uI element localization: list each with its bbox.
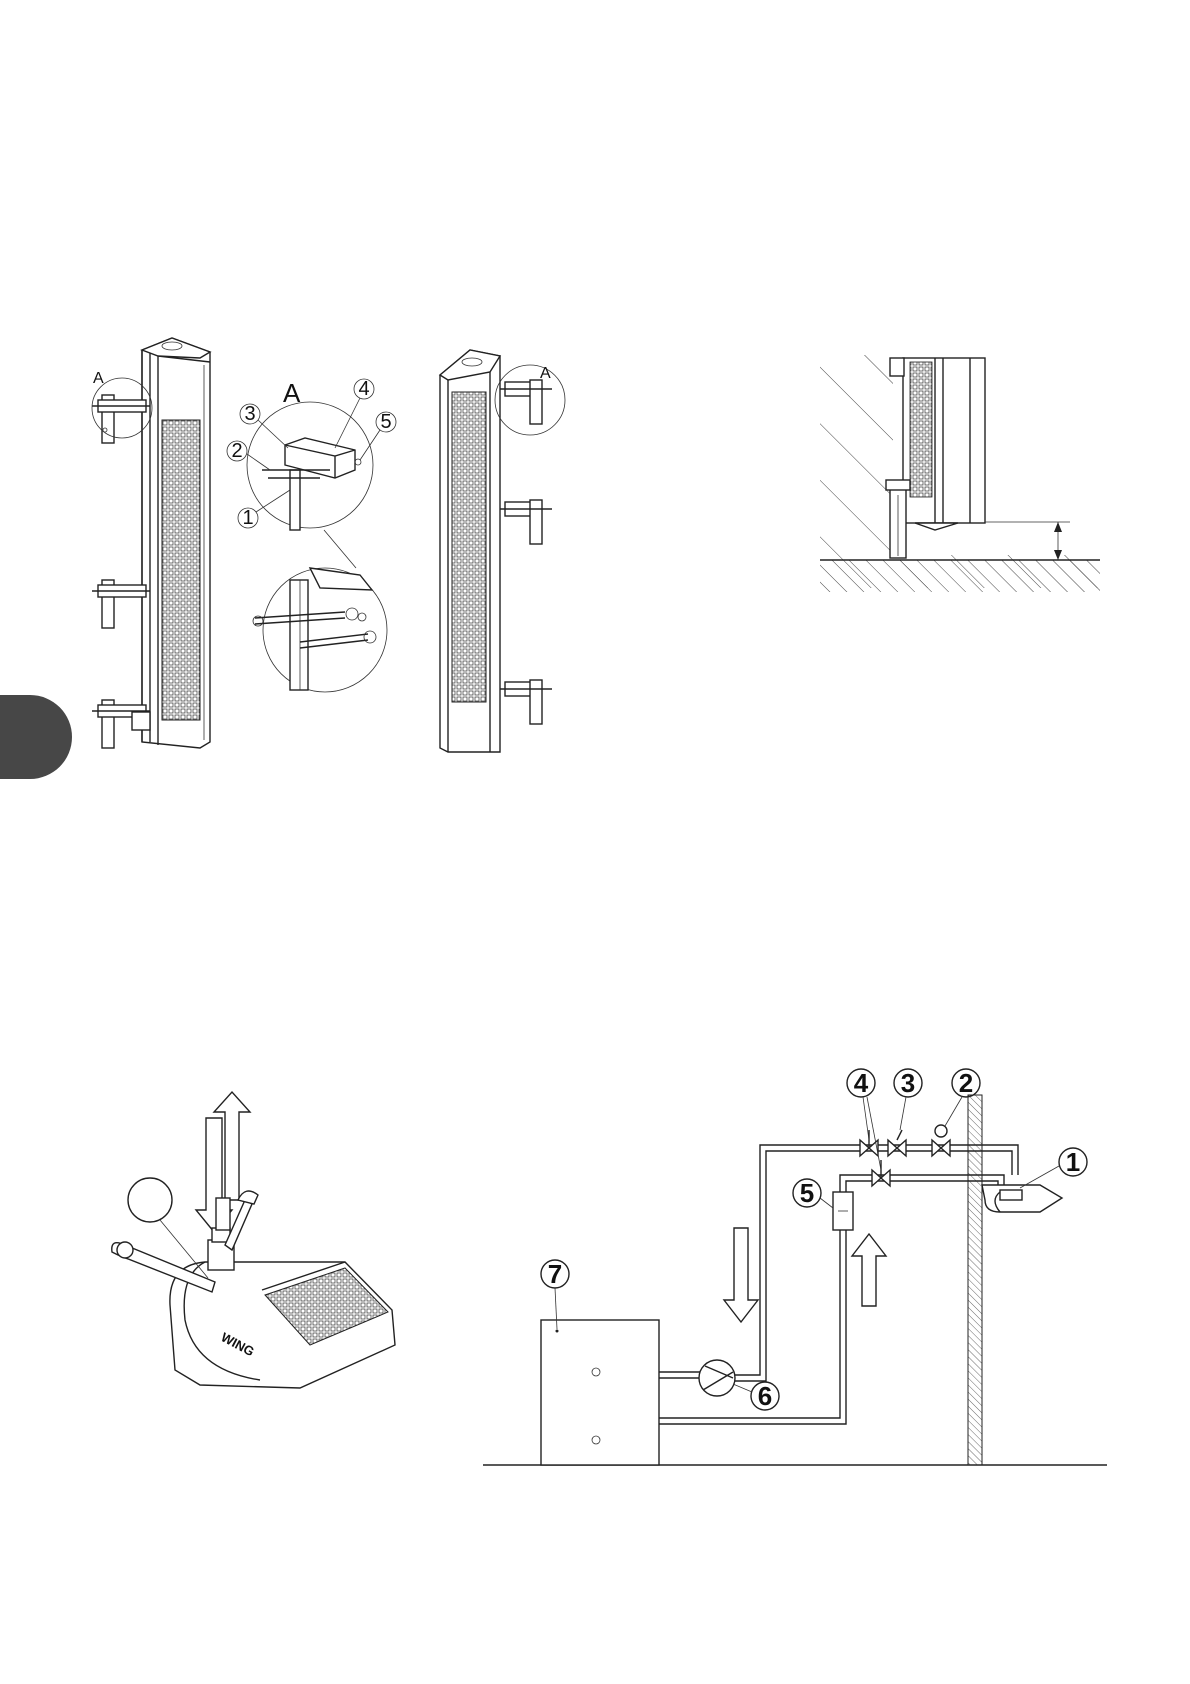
detail-a-magnified: A <box>247 378 373 568</box>
callout-5-detail: 5 <box>380 411 391 433</box>
valve-3 <box>888 1130 906 1156</box>
boiler-7 <box>541 1320 659 1465</box>
figure-pipe-connection: WING <box>112 1092 395 1388</box>
valve-4b <box>872 1160 890 1186</box>
callout-1-detail: 1 <box>242 507 253 529</box>
figure-piping-schematic: 4 3 2 1 5 7 6 <box>483 1068 1107 1465</box>
callout-7: 7 <box>548 1259 562 1289</box>
callout-3: 3 <box>901 1068 915 1098</box>
wall-bracket-right-bottom <box>500 680 552 724</box>
page-tab <box>0 695 72 779</box>
detail-label-a-left: A <box>93 370 104 387</box>
wall-bracket-right-middle <box>500 500 552 544</box>
detail-title-a: A <box>283 378 301 408</box>
callout-4-detail: 4 <box>358 378 369 400</box>
detail-label-a-right: A <box>540 365 551 382</box>
wall-bracket-right-top <box>500 380 552 424</box>
unit-1 <box>982 1185 1062 1212</box>
figure-vertical-mount-right: A <box>440 350 565 752</box>
callout-5: 5 <box>800 1178 814 1208</box>
callout-2-detail: 2 <box>231 440 242 462</box>
valve-4a <box>860 1130 878 1156</box>
pump-6 <box>699 1360 735 1396</box>
detail-bolts-magnified <box>253 568 387 692</box>
figure-wall-section <box>820 350 1100 592</box>
arrow-return-up <box>852 1234 886 1306</box>
callout-3-detail: 3 <box>244 403 255 425</box>
arrow-supply-down <box>724 1228 758 1322</box>
callout-6: 6 <box>758 1381 772 1411</box>
callout-blank <box>128 1178 172 1222</box>
callout-2: 2 <box>959 1068 973 1098</box>
figure-vertical-mount-left: A <box>92 338 210 748</box>
callout-4: 4 <box>854 1068 869 1098</box>
callout-1: 1 <box>1066 1147 1080 1177</box>
